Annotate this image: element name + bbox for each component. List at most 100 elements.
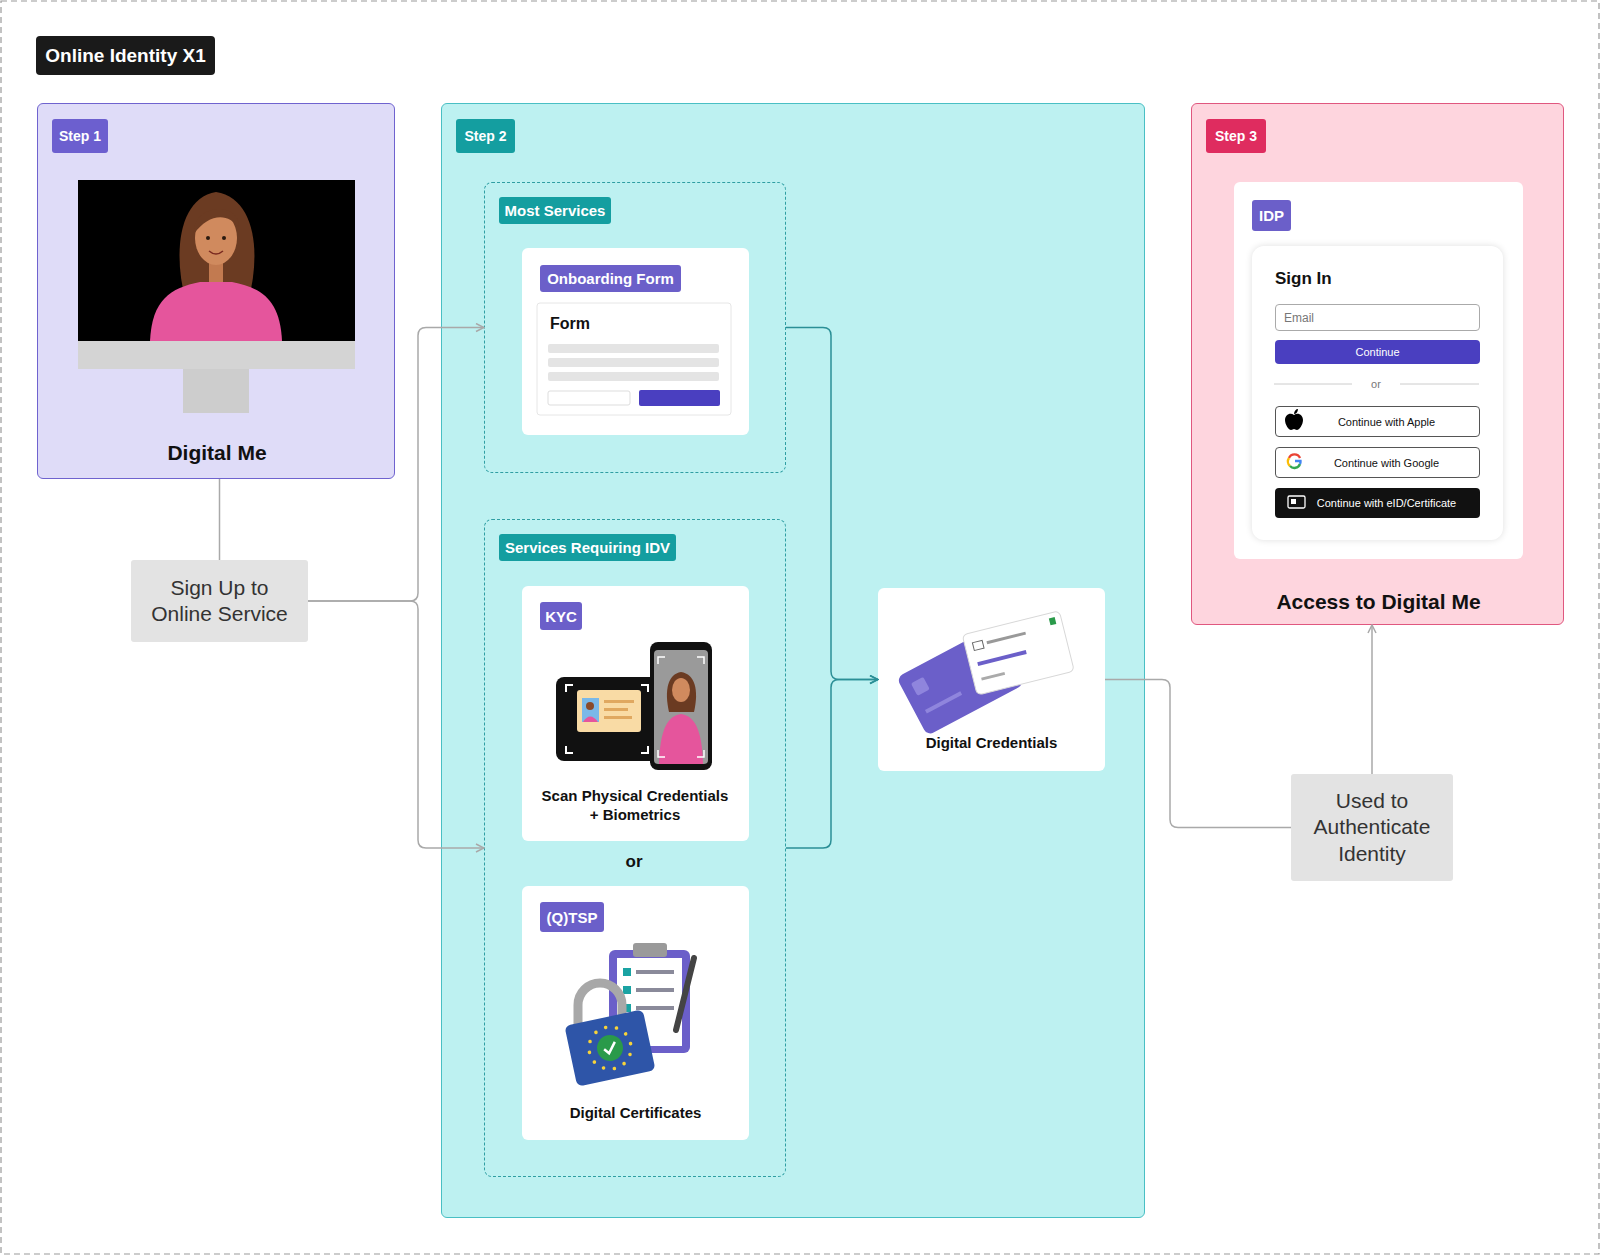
google-arc: [1289, 454, 1300, 458]
group-badge: Services Requiring IDV: [499, 534, 676, 561]
card-caption: Digital Certificates: [522, 1103, 749, 1125]
eu-stars: [583, 1021, 637, 1075]
card-mark: [1049, 617, 1057, 625]
google-arc: [1290, 464, 1300, 468]
scan-brackets: [566, 685, 648, 753]
id-card: [577, 690, 641, 732]
kyc-illustration: [556, 642, 712, 770]
email-input: Email: [1275, 304, 1480, 331]
text-line: [636, 988, 674, 992]
purple-card: [896, 626, 1024, 736]
step-panel: Step 1 Digital Me: [37, 103, 395, 479]
monitor-illustration: [78, 180, 355, 413]
form-field: [548, 358, 719, 367]
signin-form: Sign In EmailContinueContinue with AppleC…: [1252, 246, 1503, 540]
form-input: [548, 391, 630, 405]
dashed-group: Services Requiring IDV KYC Scan Physical C…: [484, 519, 786, 1177]
service-card: (Q)TSP Digital Certificates: [522, 886, 749, 1140]
star: [594, 1030, 598, 1034]
connector: [786, 328, 878, 680]
monitor-stand: [183, 369, 249, 413]
star: [612, 1066, 616, 1070]
star: [601, 1066, 605, 1070]
form-heading: Form: [550, 315, 670, 337]
credential-card: Digital Credentials: [878, 588, 1105, 771]
connector: [1371, 625, 1373, 774]
group-badge: Most Services: [499, 197, 611, 224]
idp-card: IDP Sign In EmailContinueContinue with App…: [1234, 182, 1523, 559]
panel-caption: Digital Me: [38, 435, 396, 471]
connector: [308, 601, 484, 848]
card-caption: Digital Credentials: [878, 733, 1105, 755]
dashed-group: Most ServicesOnboarding FormForm: [484, 182, 786, 473]
connector: [786, 680, 878, 849]
phone-avatar-face: [672, 678, 690, 702]
card-body: [962, 611, 1074, 695]
clipboard: [609, 950, 690, 1053]
form-field: [548, 372, 719, 381]
id-photo-head: [586, 702, 594, 710]
form-field: [548, 344, 719, 353]
seal-check: [603, 1042, 617, 1054]
seal: [595, 1033, 626, 1064]
service-card: KYC Scan Physical Credentials + Biometric…: [522, 586, 749, 841]
phone: [650, 642, 712, 770]
connector: [308, 328, 484, 602]
button-label: Continue: [1275, 340, 1480, 364]
button-label: Continue with Apple: [1276, 407, 1479, 436]
card-line: [925, 691, 962, 713]
card-caption: Scan Physical Credentials + Biometrics: [539, 786, 731, 826]
phone-avatar-hair: [667, 672, 696, 712]
star: [622, 1061, 626, 1065]
apple-button: Continue with Apple: [1275, 406, 1480, 437]
connector: [219, 479, 221, 560]
padlock-shackle: [578, 983, 622, 1030]
form-button: [639, 390, 720, 406]
card-badge: IDP: [1252, 200, 1291, 231]
text-line: [636, 970, 674, 974]
check-box: [623, 968, 631, 976]
card-icon: [972, 640, 984, 650]
card-badge: Onboarding Form: [540, 265, 681, 292]
step-badge: Step 1: [52, 119, 108, 153]
card-line: [986, 632, 1026, 645]
avatar-bangs: [194, 209, 239, 234]
form-heading: Sign In: [1275, 269, 1395, 291]
card-chip: [911, 677, 930, 696]
eid-icon: [1288, 496, 1305, 508]
monitor-screen: [78, 180, 355, 341]
scan-brackets: [658, 657, 704, 757]
id-photo: [582, 698, 599, 722]
process-box: Used to Authenticate Identity: [1291, 774, 1453, 881]
button-label: Continue with Google: [1276, 448, 1479, 477]
process-box: Sign Up to Online Service: [131, 560, 308, 642]
step-badge: Step 2: [456, 119, 515, 153]
connector: [1105, 680, 1291, 828]
id-line: [604, 700, 634, 703]
clipboard-clip: [633, 943, 667, 957]
avatar-eye: [206, 236, 210, 240]
clipboard-paper: [617, 958, 682, 1046]
apple-icon: [1285, 409, 1303, 430]
card-badge: (Q)TSP: [540, 902, 604, 932]
step-panel: Step 3Access to Digital MeIDPSign InEmai…: [1191, 103, 1564, 625]
card-badge: KYC: [540, 602, 582, 630]
google-icon: [1288, 454, 1301, 468]
google-arc: [1295, 461, 1301, 464]
id-line: [604, 708, 628, 711]
eid-button: Continue with eID/Certificate: [1275, 488, 1480, 518]
credential-cards: [896, 611, 1074, 736]
star: [603, 1025, 607, 1029]
id-photo-body: [583, 717, 598, 723]
scanner-device: [556, 677, 658, 761]
signin-details: [1274, 384, 1479, 508]
star: [592, 1060, 596, 1064]
avatar-smile: [209, 251, 223, 254]
padlock-body: [564, 1009, 655, 1086]
process-label: Sign Up to Online Service: [131, 560, 308, 642]
google-arc: [1288, 458, 1290, 466]
avatar-neck: [209, 260, 223, 284]
avatar-hair: [179, 192, 254, 302]
